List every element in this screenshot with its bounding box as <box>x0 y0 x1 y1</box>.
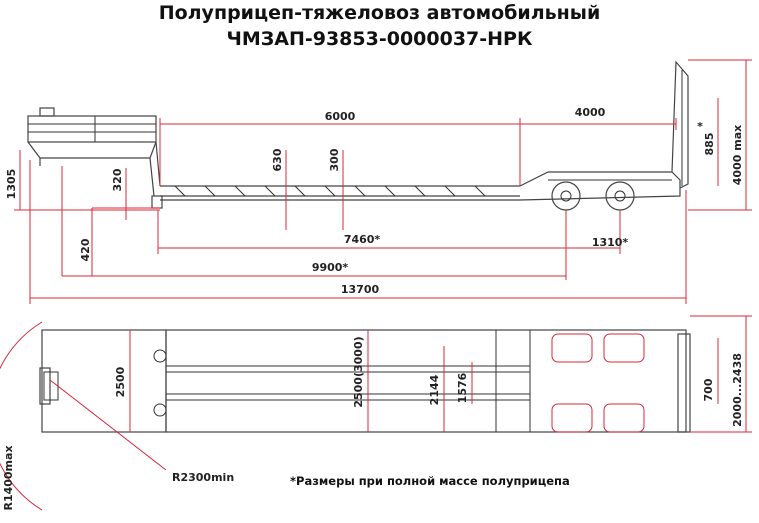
dim-420: 420 <box>79 238 92 261</box>
dim-630: 630 <box>271 148 284 171</box>
dim-4000: 4000 <box>575 106 606 119</box>
ramp <box>671 60 689 189</box>
footnote: *Размеры при полной массе полуприцепа <box>290 474 570 488</box>
dim-320: 320 <box>111 168 124 191</box>
dim-2144: 2144 <box>428 374 441 405</box>
side-view: 6000 4000 630 300 320 885 4000 max 1305 … <box>5 59 752 304</box>
main-frame-plan <box>165 329 687 433</box>
wheels-plan <box>551 333 645 433</box>
title-line-1: Полуприцеп-тяжеловоз автомобильный <box>158 2 601 24</box>
dim-r1400: R1400max <box>2 445 15 510</box>
top-view: 2500 2500(3000) 2144 1576 700 2000...243… <box>0 315 752 511</box>
dim-7460: 7460* <box>344 233 381 246</box>
dim-9900: 9900* <box>312 261 349 274</box>
dim-1576: 1576 <box>456 372 469 403</box>
dim-6000: 6000 <box>325 110 356 123</box>
dim-885: 885 <box>703 133 716 156</box>
gooseneck-plan <box>41 329 167 433</box>
side-dimension-lines <box>14 59 752 304</box>
ramp-plan <box>677 333 691 433</box>
dim-2500: 2500 <box>114 366 127 397</box>
wheel-1 <box>551 181 581 211</box>
turning-arc <box>0 321 43 511</box>
dim-4000-max: 4000 max <box>731 125 744 185</box>
gooseneck <box>27 107 163 209</box>
dim-1305: 1305 <box>5 169 18 200</box>
dim-2000-2438: 2000...2438 <box>731 353 744 427</box>
dim-700: 700 <box>702 378 715 401</box>
title-line-2: ЧМЗАП-93853-0000037-НРК <box>226 28 533 50</box>
dim-2500-3000: 2500(3000) <box>352 336 365 407</box>
dim-r2300: R2300min <box>172 471 234 484</box>
wheel-2 <box>605 181 635 211</box>
dim-300: 300 <box>328 148 341 171</box>
dim-star: * <box>697 120 703 133</box>
rear-section <box>519 171 681 211</box>
dim-1310: 1310* <box>592 236 629 249</box>
low-deck <box>160 185 520 201</box>
dim-13700: 13700 <box>341 283 380 296</box>
